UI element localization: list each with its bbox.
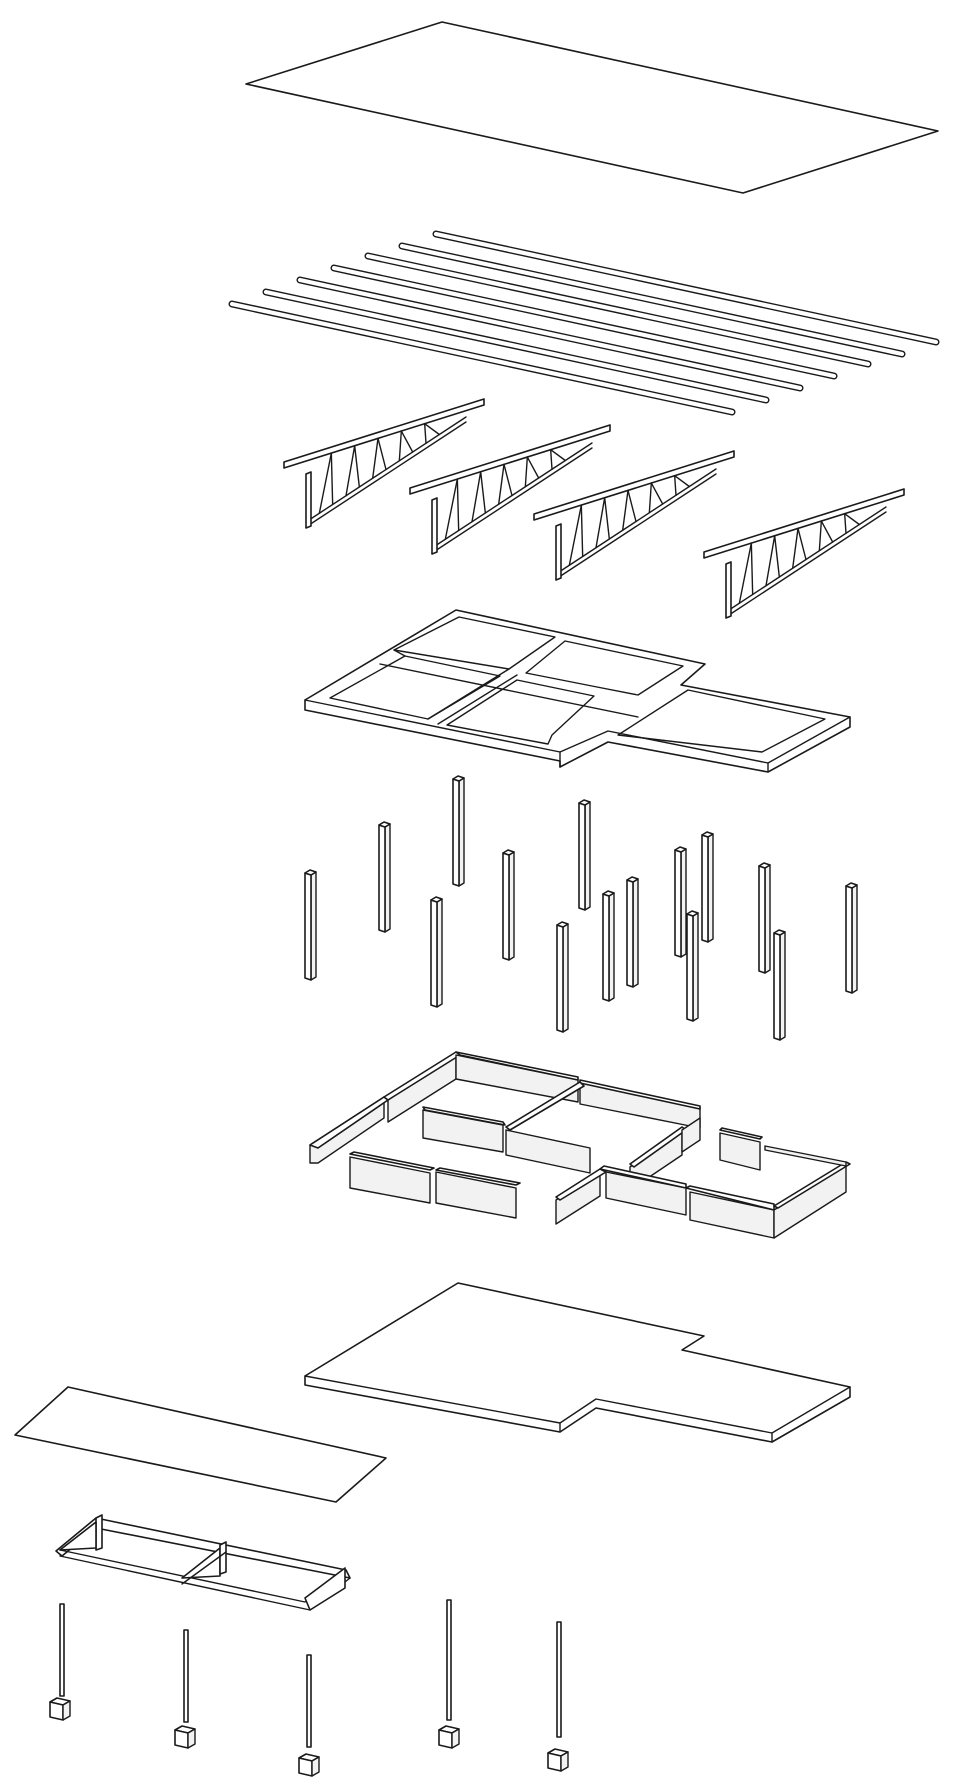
- canopy-roof-sheet: [14, 1386, 387, 1503]
- column: [304, 869, 317, 981]
- wall-panels: [309, 1051, 851, 1239]
- column: [578, 799, 591, 911]
- column: [773, 929, 786, 1041]
- purlins: [228, 230, 940, 416]
- roof-truss: [533, 450, 735, 581]
- column: [556, 921, 569, 1033]
- canopy-post: [446, 1599, 452, 1721]
- column: [626, 876, 639, 988]
- canopy-post: [306, 1654, 312, 1748]
- footing: [49, 1697, 71, 1721]
- floor-slab: [304, 1282, 851, 1443]
- ring-beam-frame: [304, 609, 851, 773]
- column: [686, 910, 699, 1022]
- canopy-frame: [55, 1514, 351, 1611]
- footing: [298, 1753, 320, 1777]
- column: [502, 849, 515, 961]
- column: [452, 775, 465, 887]
- column: [845, 882, 858, 994]
- roof-truss: [703, 488, 905, 619]
- canopy-footings: [49, 1697, 569, 1777]
- column: [430, 896, 443, 1008]
- roof-trusses: [283, 398, 905, 619]
- canopy-post: [59, 1603, 65, 1697]
- column: [674, 846, 687, 958]
- column: [758, 862, 771, 974]
- footing: [438, 1725, 460, 1749]
- roof-sheet: [245, 21, 939, 194]
- footing: [174, 1725, 196, 1749]
- canopy-post: [556, 1621, 562, 1738]
- roof-truss: [409, 424, 611, 555]
- canopy-post: [183, 1629, 189, 1723]
- footing: [547, 1748, 569, 1772]
- roof-truss: [283, 398, 485, 529]
- canopy-posts: [59, 1599, 562, 1748]
- column: [378, 821, 391, 933]
- columns: [304, 775, 858, 1041]
- column: [701, 831, 714, 943]
- column: [602, 890, 615, 1002]
